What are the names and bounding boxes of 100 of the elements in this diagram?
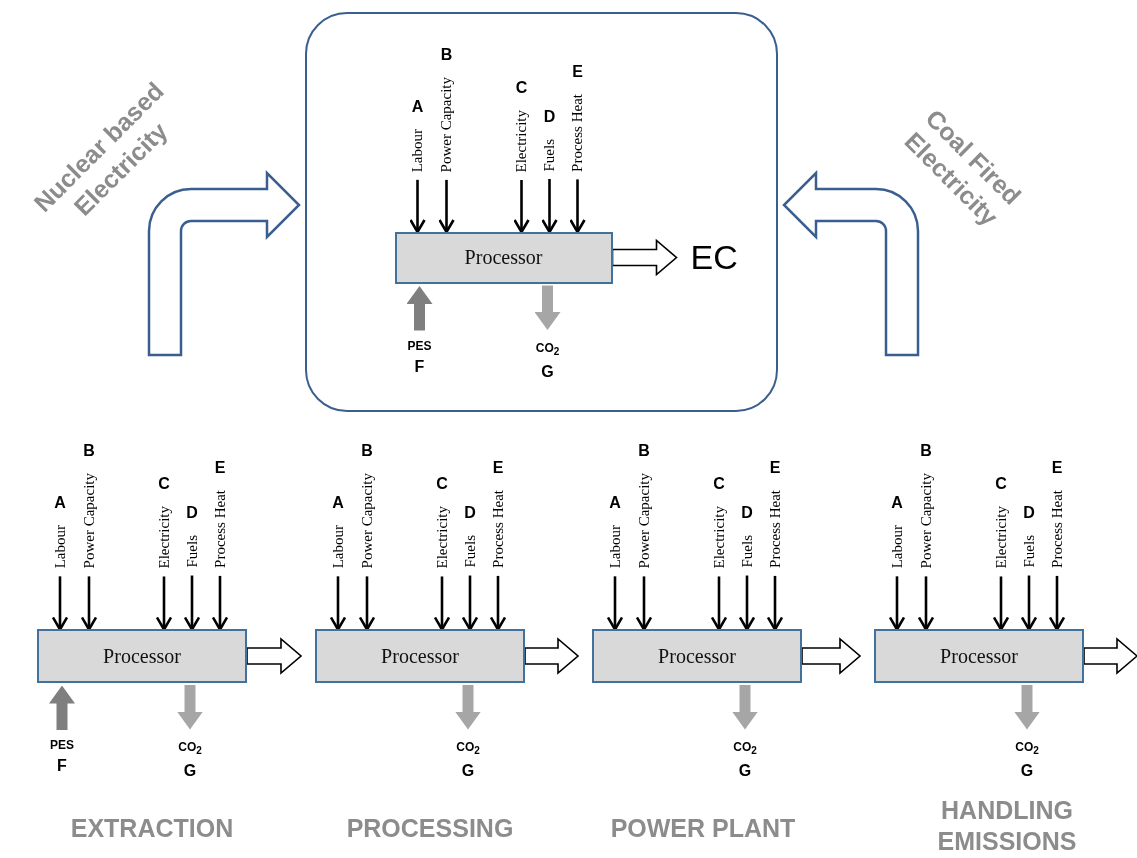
letter-label: E <box>1051 460 1063 476</box>
stage-label: HANDLING EMISSIONS <box>936 795 1078 858</box>
arrow <box>992 576 1010 631</box>
input-label: Electricity <box>993 506 1009 569</box>
letter-label: C <box>436 476 448 492</box>
letter-label: G <box>183 763 197 780</box>
input-label: Labour <box>607 525 623 569</box>
letter-label: A <box>609 495 621 511</box>
input-label: Power Capacity <box>359 473 375 569</box>
process-box: Processor <box>874 629 1084 683</box>
block-arrow <box>524 637 580 675</box>
letter-label: B <box>440 46 453 63</box>
arrow <box>49 685 75 730</box>
flow-label: CO$_{2}$ <box>178 740 202 758</box>
group-frame <box>305 12 778 412</box>
arrow <box>155 576 173 631</box>
arrow <box>51 576 69 631</box>
input-label: Fuels <box>184 535 200 568</box>
letter-label: C <box>158 476 170 492</box>
letter-label: B <box>638 443 650 459</box>
arrow <box>1014 685 1040 730</box>
letter-label: E <box>572 63 583 80</box>
input-label: Power Capacity <box>439 76 454 172</box>
letter-label: G <box>541 363 554 380</box>
arrow <box>534 285 561 330</box>
arrow <box>177 685 203 730</box>
block-arrow <box>1083 637 1137 675</box>
arrow <box>766 575 784 631</box>
letter-label: G <box>461 763 475 780</box>
letter-label: G <box>1020 763 1034 780</box>
letter-label: B <box>83 443 95 459</box>
input-label: Power Capacity <box>81 473 97 569</box>
flow-label: PES <box>50 738 74 753</box>
letter-label: E <box>214 460 226 476</box>
letter-label: F <box>57 758 67 775</box>
arrow <box>329 576 347 631</box>
input-label: Fuels <box>739 535 755 568</box>
input-label: Process Heat <box>767 490 783 568</box>
input-label: Power Capacity <box>918 473 934 569</box>
input-label: Labour <box>889 525 905 569</box>
input-label: Electricity <box>711 506 727 569</box>
arrow <box>406 286 433 331</box>
input-label: Process Heat <box>490 490 506 568</box>
letter-label: A <box>332 495 344 511</box>
arrow <box>409 179 426 234</box>
process-box: Processor <box>315 629 525 683</box>
arrow <box>80 576 98 631</box>
arrow <box>461 575 479 631</box>
input-label: Electricity <box>514 109 529 172</box>
stage-label: POWER PLANT <box>609 813 797 844</box>
letter-label: C <box>713 476 725 492</box>
arrow <box>917 576 935 631</box>
letter-label: D <box>543 108 556 125</box>
arrow <box>1048 575 1066 631</box>
letter-label: E <box>769 460 781 476</box>
arrow <box>183 575 201 631</box>
block-arrow <box>611 238 678 277</box>
arrow <box>541 179 558 234</box>
input-label: Labour <box>410 128 425 172</box>
arrow <box>738 575 756 631</box>
input-label: Electricity <box>434 506 450 569</box>
letter-label: D <box>464 505 476 521</box>
curved-block-arrow <box>147 171 301 357</box>
flow-label: CO$_{2}$ <box>456 740 480 758</box>
arrow <box>433 576 451 631</box>
arrow <box>455 685 481 730</box>
stage-label: PROCESSING <box>345 813 515 844</box>
letter-label: G <box>738 763 752 780</box>
arrow <box>606 576 624 631</box>
letter-label: B <box>361 443 373 459</box>
process-box: Processor <box>592 629 802 683</box>
curved-block-arrow <box>782 171 920 357</box>
flow-label: CO$_{2}$ <box>535 340 560 358</box>
letter-label: D <box>1023 505 1035 521</box>
letter-label: C <box>995 476 1007 492</box>
process-box: Processor <box>37 629 247 683</box>
input-label: Power Capacity <box>636 473 652 569</box>
letter-label: D <box>186 505 198 521</box>
block-arrow <box>246 637 303 675</box>
letter-label: B <box>920 443 932 459</box>
input-label: Fuels <box>1021 535 1037 568</box>
letter-label: A <box>891 495 903 511</box>
arrow <box>1020 575 1038 631</box>
letter-label: F <box>414 358 425 375</box>
input-label: Labour <box>330 525 346 569</box>
arrow <box>489 575 507 631</box>
letter-label: A <box>54 495 66 511</box>
process-box: Processor <box>394 231 613 284</box>
arrow <box>569 179 586 234</box>
input-label: Fuels <box>542 138 557 171</box>
input-label: Fuels <box>462 535 478 568</box>
arrow <box>211 575 229 631</box>
input-label: Labour <box>52 525 68 569</box>
stage-label: EXTRACTION <box>69 813 235 844</box>
output-label: EC <box>690 231 738 284</box>
flow-label: CO$_{2}$ <box>1015 740 1039 758</box>
flow-label: CO$_{2}$ <box>733 740 757 758</box>
arrow <box>358 576 376 631</box>
arrow <box>513 179 530 234</box>
input-label: Process Heat <box>212 490 228 568</box>
